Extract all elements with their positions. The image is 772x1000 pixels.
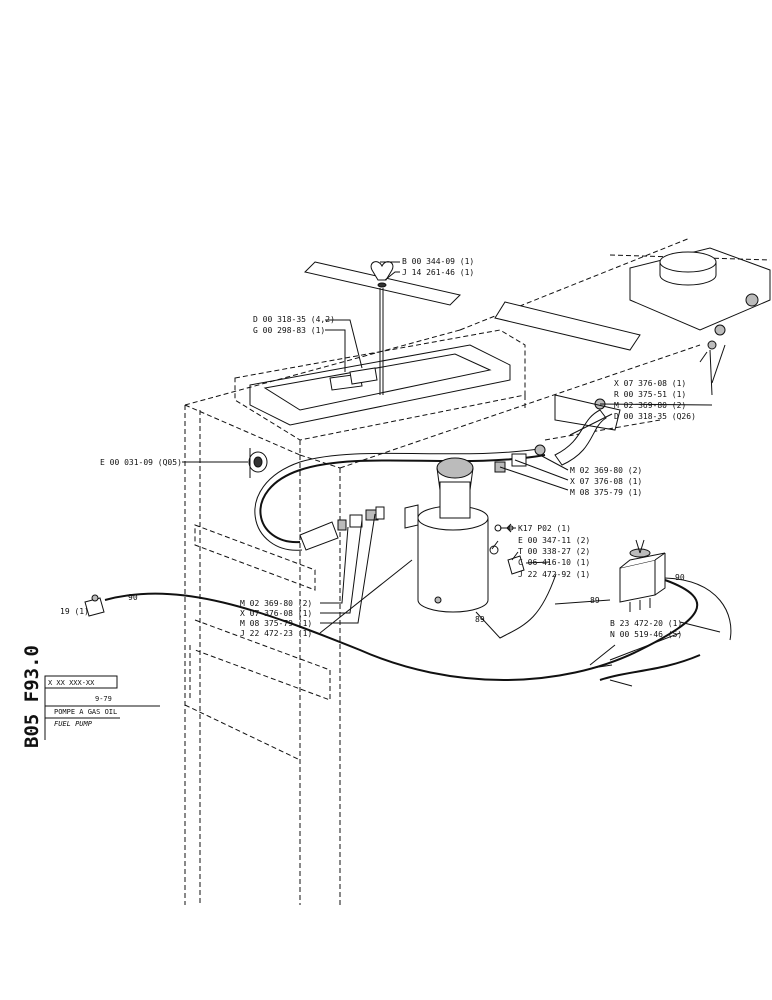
- wire-number: 90: [675, 573, 685, 582]
- callout-label: M 08 375-79 (1): [570, 488, 642, 497]
- leader-lines: [182, 261, 726, 666]
- callout-label: M 08 375-79 (1): [240, 619, 312, 628]
- callout-label: C 06 416-10 (1): [518, 558, 590, 567]
- bolt-rod: [379, 288, 384, 395]
- callout-label: M 02 369-80 (2): [570, 466, 642, 475]
- toggle-switch: [619, 539, 666, 612]
- callout-label: 19 (1): [60, 607, 89, 616]
- date: 9-79: [95, 695, 112, 703]
- callout-label: R 00 375-51 (1): [614, 390, 686, 399]
- right-housing: [629, 247, 771, 331]
- callout-labels: B 00 344-09 (1) J 14 261-46 (1) D 00 318…: [60, 257, 696, 639]
- callout-label: D 00 318-35 (4,2): [253, 315, 335, 324]
- callout-label: X 07 376-08 (1): [614, 379, 686, 388]
- return-hose: [254, 447, 546, 551]
- callout-label: B 00 344-09 (1): [402, 257, 474, 266]
- callout-label: N 00 519-46 (5): [610, 630, 682, 639]
- callout-markers: [506, 523, 514, 533]
- callout-label: T 00 338-27 (2): [518, 547, 590, 556]
- top-bar: [494, 301, 641, 351]
- wire-number: 90: [128, 593, 138, 602]
- callout-label: J 22 472-92 (1): [518, 570, 590, 579]
- part-number: X XX XXX-XX: [48, 679, 95, 687]
- callout-label: M 02 369-80 (2): [240, 599, 312, 608]
- grommet: [248, 448, 268, 478]
- spacers: [329, 367, 378, 391]
- connector-19: [84, 594, 105, 617]
- electric-cable: [104, 577, 732, 687]
- title-en: FUEL PUMP: [54, 720, 93, 728]
- fuel-pump: [404, 457, 489, 613]
- callout-label: B 23 472-20 (1): [610, 619, 682, 628]
- top-box: [234, 329, 526, 455]
- wire-number: 89: [590, 596, 600, 605]
- callout-label: X 07 376-08 (1): [570, 477, 642, 486]
- drawing-code: B05 F93.0: [21, 645, 43, 748]
- title-block: B05 F93.0 X XX XXX-XX 9-79 POMPE A GAS O…: [21, 645, 160, 748]
- title-fr: POMPE A GAS OIL: [54, 708, 117, 716]
- callout-label: J 14 261-46 (1): [402, 268, 474, 277]
- hose-fitting-left: [299, 506, 385, 551]
- bracket-plate: [304, 261, 461, 306]
- wire-numbers: 90 89 89 90: [128, 573, 685, 624]
- callout-label: E 00 347-11 (2): [518, 536, 590, 545]
- callout-label: E 00 031-09 (Q05): [100, 458, 182, 467]
- callout-label: K17 P02 (1): [518, 524, 571, 533]
- wire-number: 89: [475, 615, 485, 624]
- callout-label: X 07 376-08 (1): [240, 609, 312, 618]
- callout-label: J 22 472-23 (1): [240, 629, 312, 638]
- callout-label: M 02 369-80 (2): [614, 401, 686, 410]
- callout-label: D 00 318-35 (Q26): [614, 412, 696, 421]
- callout-label: G 00 298-83 (1): [253, 326, 325, 335]
